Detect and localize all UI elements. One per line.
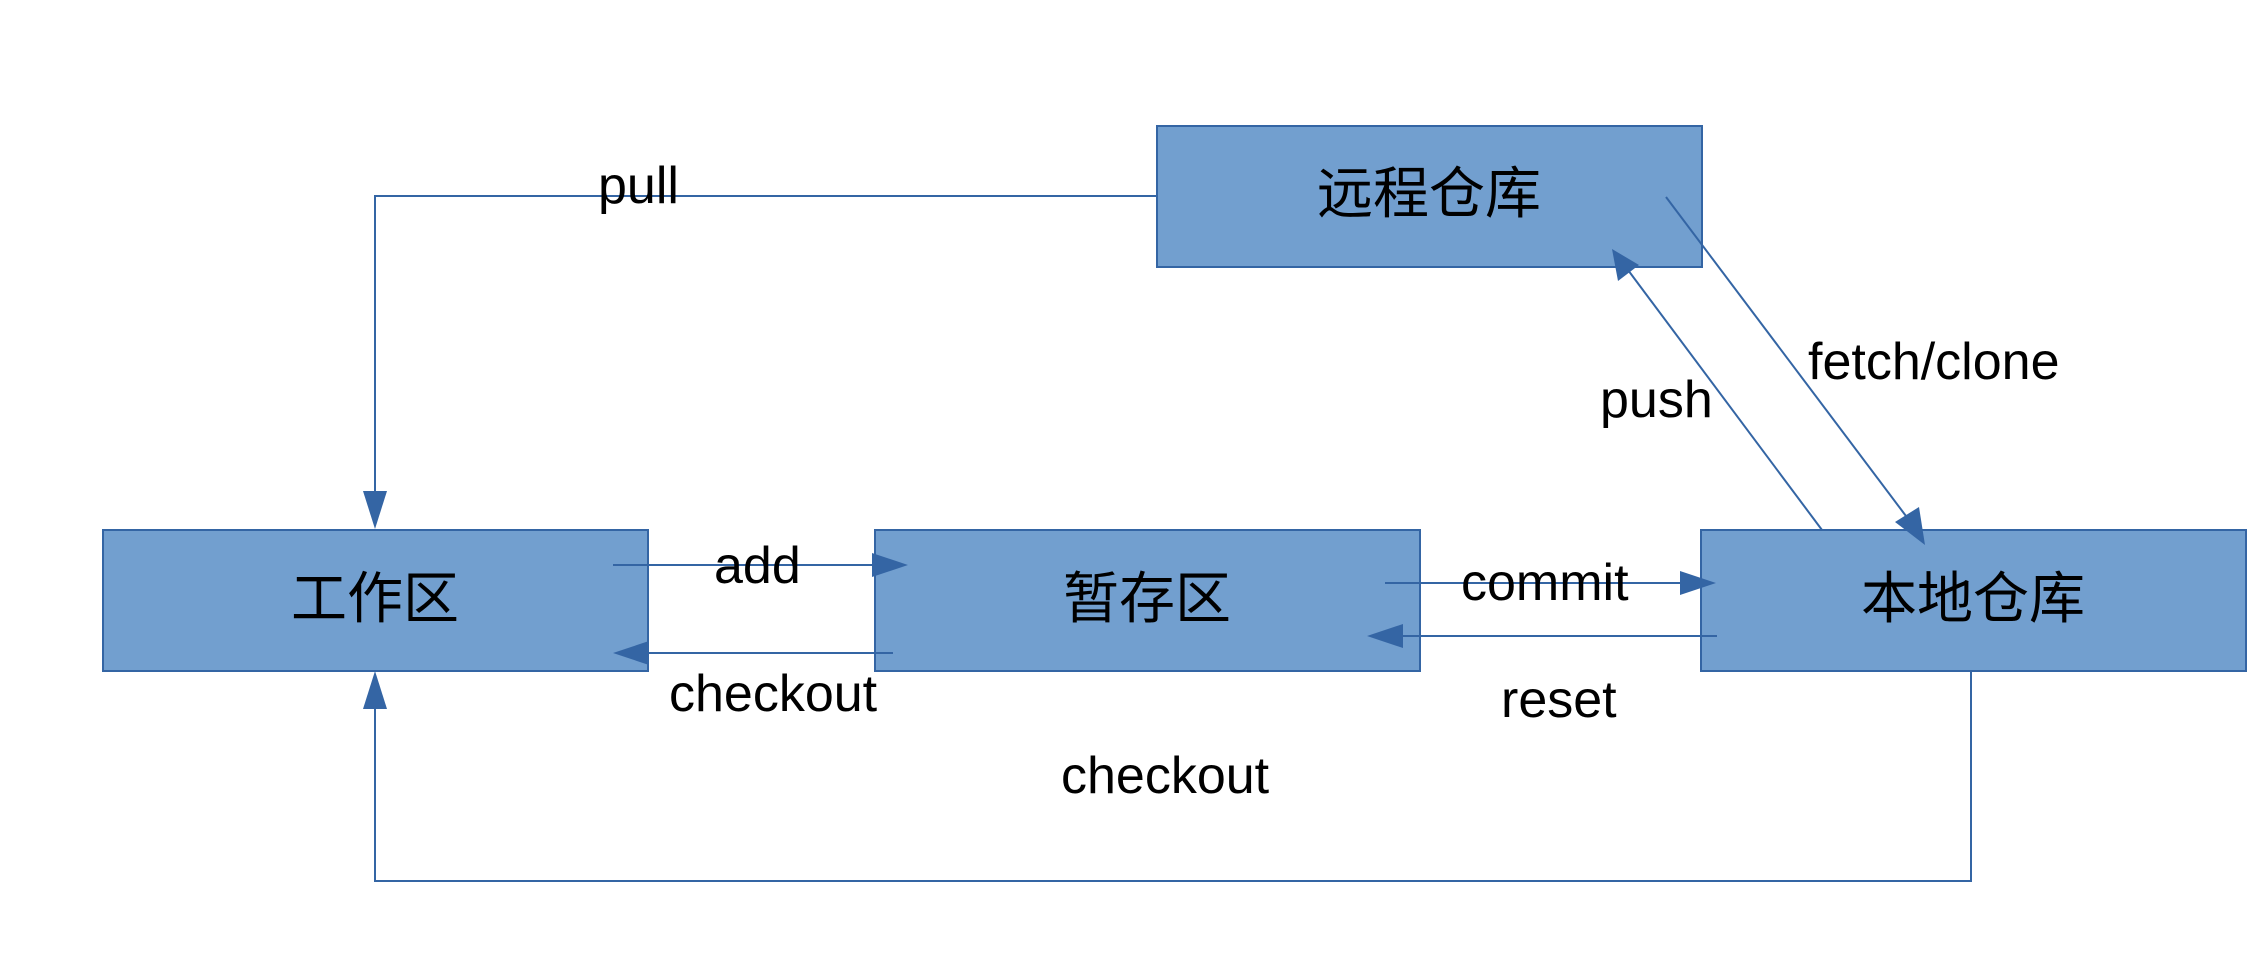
edge-push: push [1600, 249, 1823, 531]
edge-pull: pull [363, 157, 1157, 529]
edge-fetch-clone: fetch/clone [1665, 196, 2060, 545]
node-remote-repo: 远程仓库 [1156, 125, 1703, 268]
edge-checkout-staging: checkout [613, 641, 893, 723]
edge-commit: commit [1385, 554, 1716, 612]
node-staging-label: 暂存区 [1063, 567, 1231, 632]
edge-checkout-local-label: checkout [1061, 747, 1270, 805]
edge-add-label: add [714, 537, 801, 595]
edge-commit-label: commit [1461, 554, 1629, 612]
edge-checkout-staging-label: checkout [669, 665, 878, 723]
edge-commit-arrowhead [1680, 571, 1716, 595]
node-local-repo: 本地仓库 [1700, 529, 2247, 672]
edge-reset-label: reset [1501, 671, 1617, 729]
node-local-repo-label: 本地仓库 [1861, 567, 2085, 632]
edge-checkout-local-arrowhead [363, 671, 387, 709]
node-workspace-label: 工作区 [291, 567, 459, 632]
edge-pull-arrowhead [363, 491, 387, 529]
node-staging: 暂存区 [874, 529, 1421, 672]
edge-fetch-clone-label: fetch/clone [1808, 333, 2060, 391]
edge-fetch-clone-arrowhead [1895, 507, 1925, 545]
edge-add-arrowhead [872, 553, 908, 577]
node-remote-repo-label: 远程仓库 [1317, 162, 1541, 227]
edge-reset-arrowhead [1367, 624, 1403, 648]
edge-add: add [613, 537, 908, 595]
edge-reset: reset [1367, 624, 1717, 729]
edge-push-arrowhead [1612, 249, 1639, 281]
edge-checkout-local: checkout [363, 671, 1972, 882]
edge-push-label: push [1600, 371, 1713, 429]
edge-pull-label: pull [598, 157, 679, 215]
edge-checkout-staging-arrowhead [613, 641, 649, 665]
node-workspace: 工作区 [102, 529, 649, 672]
